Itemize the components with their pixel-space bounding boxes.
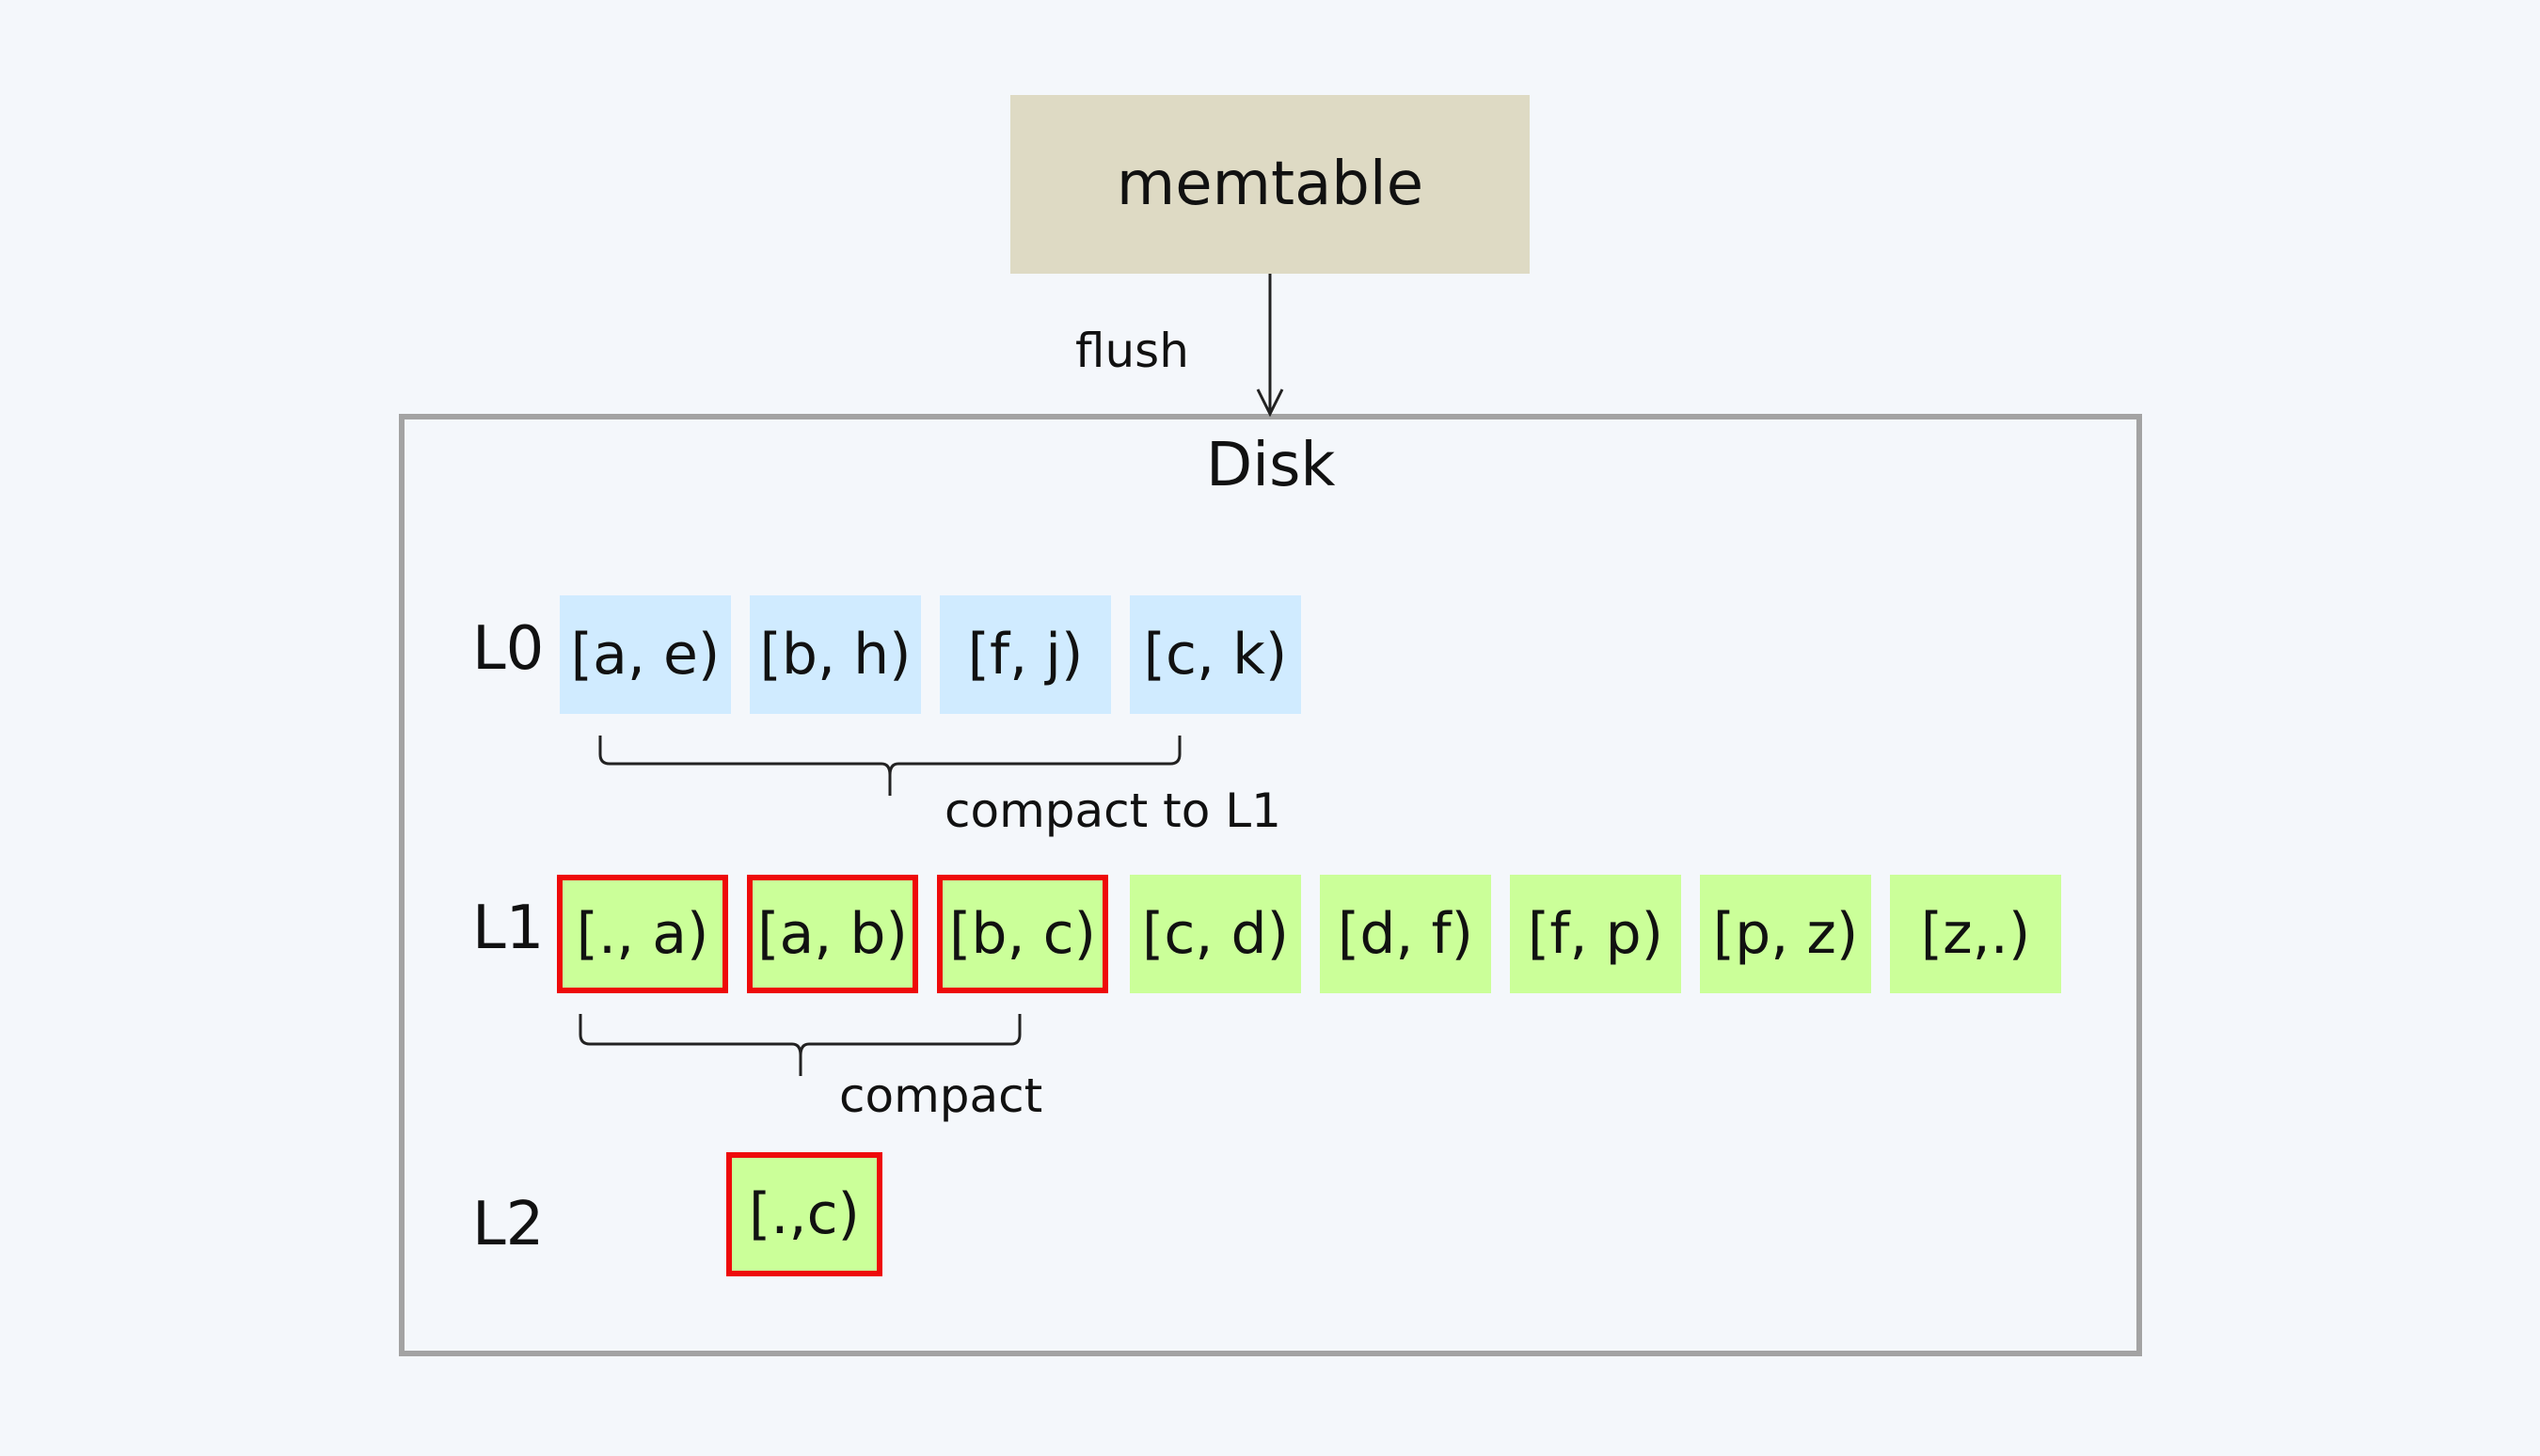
- l0-sstable: [f, j): [940, 595, 1111, 714]
- l0-sstable: [c, k): [1130, 595, 1301, 714]
- l1-sstable: [c, d): [1130, 875, 1301, 993]
- level-l1-label: L1: [472, 894, 545, 963]
- compact-to-l1-label: compact to L1: [945, 783, 1281, 838]
- flush-arrow-head: [1256, 388, 1284, 418]
- disk-title: Disk: [1206, 431, 1336, 500]
- l0-sstable: [a, e): [560, 595, 731, 714]
- level-l2-label: L2: [472, 1190, 545, 1259]
- compact-label: compact: [839, 1068, 1043, 1123]
- l1-sstable: [f, p): [1510, 875, 1681, 993]
- l2-sstable-result: [.,c): [726, 1152, 882, 1276]
- l1-sstable-selected: [a, b): [747, 875, 918, 993]
- l1-sstable-selected: [., a): [557, 875, 728, 993]
- memtable-label: memtable: [1116, 150, 1424, 219]
- l1-sstable: [p, z): [1700, 875, 1871, 993]
- l0-sstable: [b, h): [750, 595, 921, 714]
- l1-sstable: [d, f): [1320, 875, 1491, 993]
- l1-sstable-selected: [b, c): [937, 875, 1108, 993]
- memtable-box: memtable: [1010, 95, 1530, 274]
- l1-sstable: [z,.): [1890, 875, 2061, 993]
- level-l0-label: L0: [472, 614, 545, 684]
- flush-label: flush: [1075, 324, 1189, 378]
